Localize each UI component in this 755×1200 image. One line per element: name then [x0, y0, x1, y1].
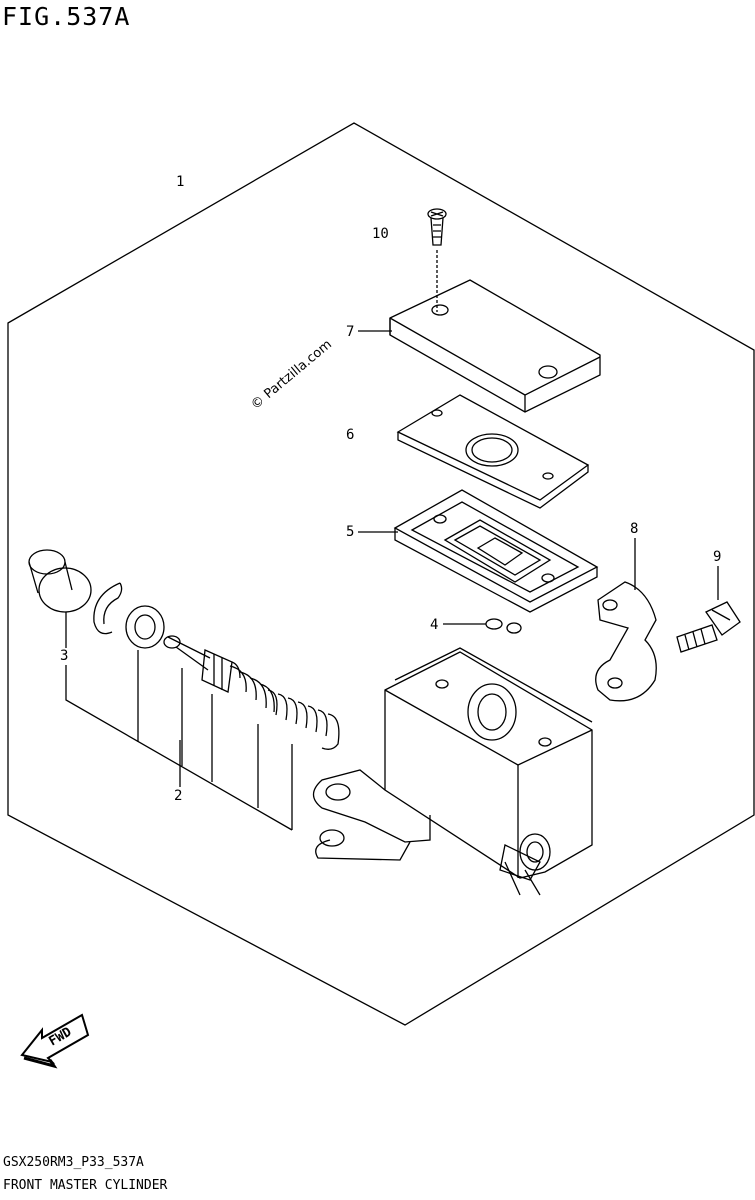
assembly-boundary [7, 122, 755, 1026]
small-plate-part-4[interactable] [485, 618, 522, 634]
bolt-part-9[interactable] [676, 601, 741, 653]
callout-4[interactable]: 4 [430, 617, 438, 633]
callout-3[interactable]: 3 [60, 648, 68, 664]
holder-part-8[interactable] [595, 581, 657, 702]
reservoir-cap-part-7[interactable] [389, 279, 601, 413]
diaphragm-part-5[interactable] [393, 489, 599, 613]
figure-name: FRONT MASTER CYLINDER [3, 1178, 168, 1193]
callout-5[interactable]: 5 [346, 524, 354, 540]
callout-10[interactable]: 10 [372, 226, 389, 242]
boot-part-3[interactable] [28, 549, 92, 613]
callout-1[interactable]: 1 [176, 174, 184, 190]
callout-2[interactable]: 2 [174, 788, 182, 804]
callout-8[interactable]: 8 [630, 521, 638, 537]
model-code: GSX250RM3_P33_537A [3, 1155, 144, 1170]
leader-3-bracket [65, 665, 293, 831]
figure-title: FIG.537A [2, 2, 131, 31]
master-cylinder-body[interactable] [312, 647, 593, 896]
callout-9[interactable]: 9 [713, 549, 721, 565]
washer-part-3[interactable] [125, 605, 165, 649]
fwd-arrow-icon: FWD [20, 1013, 90, 1069]
callout-6[interactable]: 6 [346, 427, 354, 443]
spring-part-2[interactable] [267, 689, 340, 750]
callout-7[interactable]: 7 [346, 324, 354, 340]
screw-part-10[interactable] [427, 208, 447, 246]
piston-kit-bracket [137, 650, 293, 830]
piston-part-2[interactable] [163, 635, 275, 713]
diaphragm-plate-part-6[interactable] [396, 394, 590, 509]
circlip-part-3[interactable] [93, 582, 123, 635]
